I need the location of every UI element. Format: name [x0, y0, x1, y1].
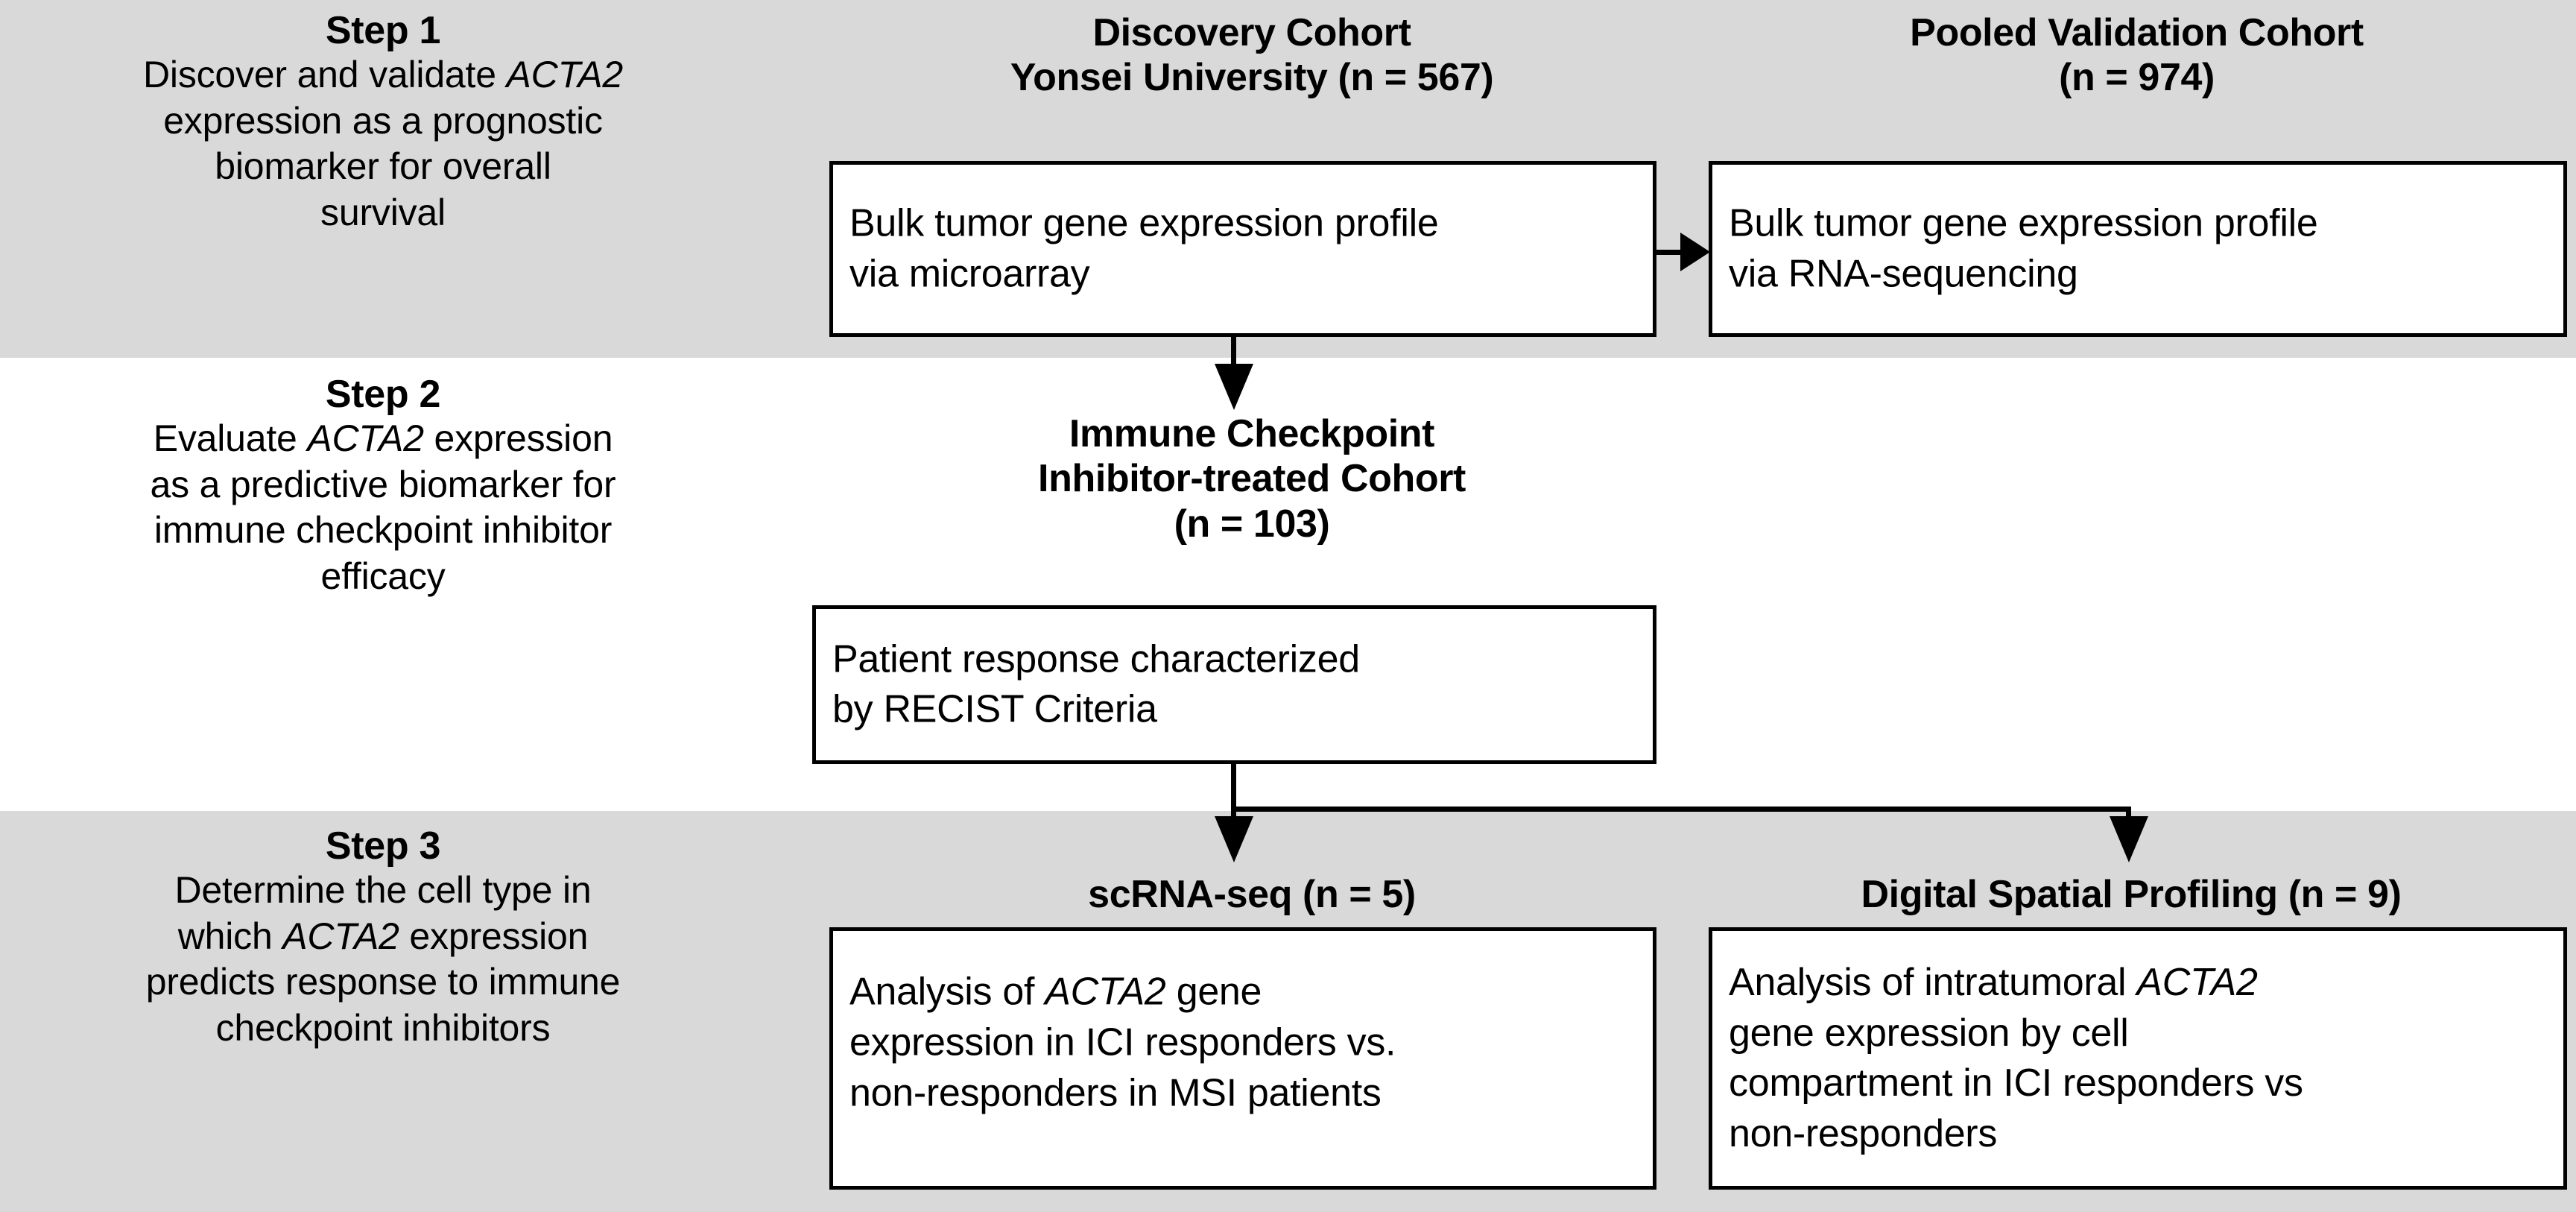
dsp-header: Digital Spatial Profiling (n = 9) — [1692, 872, 2571, 917]
step2-description-line-4: efficacy — [320, 555, 446, 597]
step1-description-column: Step 1 Discover and validate ACTA2 expre… — [10, 9, 756, 236]
dsp-box-line-1: Analysis of intratumoral ACTA2 — [1729, 960, 2258, 1004]
step3-description-line-4: checkpoint inhibitors — [215, 1006, 551, 1049]
ici-cohort-box-line-1: Patient response characterized — [832, 637, 1360, 681]
ici-cohort-header-line-2: Inhibitor-treated Cohort — [1038, 457, 1466, 501]
validation-cohort-header: Pooled Validation Cohort (n = 974) — [1706, 10, 2567, 101]
step1-title: Step 1 — [325, 9, 441, 52]
dsp-box: Analysis of intratumoral ACTA2 gene expr… — [1709, 927, 2567, 1190]
step3-description-column: Step 3 Determine the cell type in which … — [10, 824, 756, 1051]
scrnaseq-box-text: Analysis of ACTA2 gene expression in ICI… — [849, 968, 1642, 1119]
discovery-to-validation-arrowhead-icon — [1680, 233, 1710, 271]
discovery-to-validation-connector-line — [1656, 250, 1683, 255]
dsp-box-line-3: compartment in ICI responders vs — [1729, 1061, 2303, 1105]
scrnaseq-header: scRNA-seq (n = 5) — [812, 872, 1692, 917]
step2-description-line-3: immune checkpoint inhibitor — [154, 509, 613, 552]
discovery-cohort-box-line-1: Bulk tumor gene expression profile — [849, 201, 1439, 245]
scrnaseq-header-text: scRNA-seq (n = 5) — [1088, 873, 1416, 916]
scrnaseq-box-line-3: non-responders in MSI patients — [849, 1071, 1382, 1115]
step1-description-line-1: Discover and validate ACTA2 — [143, 54, 623, 96]
step2-description: Evaluate ACTA2 expression as a predictiv… — [10, 416, 756, 599]
ici-to-scrnaseq-arrowhead-icon — [1215, 816, 1253, 862]
discovery-to-ici-arrowhead-icon — [1215, 364, 1253, 410]
step2-title: Step 2 — [325, 373, 441, 416]
discovery-cohort-header-line-1: Discovery Cohort — [1092, 11, 1411, 54]
discovery-cohort-header-line-2: Yonsei University (n = 567) — [1010, 56, 1494, 100]
ici-cohort-box-line-2: by RECIST Criteria — [832, 687, 1157, 731]
ici-cohort-box-text: Patient response characterized by RECIST… — [832, 634, 1642, 735]
discovery-to-ici-connector-line — [1231, 337, 1236, 368]
step3-description-line-3: predicts response to immune — [145, 961, 621, 1003]
step1-description-line-2: expression as a prognostic — [163, 99, 603, 142]
discovery-cohort-box-line-2: via microarray — [849, 252, 1090, 295]
step1-description: Discover and validate ACTA2 expression a… — [10, 52, 756, 236]
step2-description-line-2: as a predictive biomarker for — [150, 463, 616, 505]
validation-cohort-header-line-1: Pooled Validation Cohort — [1910, 11, 2364, 54]
dsp-box-line-4: non-responders — [1729, 1111, 1998, 1155]
validation-cohort-box-line-1: Bulk tumor gene expression profile — [1729, 201, 2318, 245]
ici-cohort-box: Patient response characterized by RECIST… — [812, 605, 1656, 764]
discovery-cohort-header: Discovery Cohort Yonsei University (n = … — [812, 10, 1692, 101]
validation-cohort-box-line-2: via RNA-sequencing — [1729, 252, 2078, 295]
validation-cohort-box-text: Bulk tumor gene expression profile via R… — [1729, 198, 2553, 299]
step3-title: Step 3 — [325, 824, 441, 868]
ici-cohort-header-line-3: (n = 103) — [1174, 502, 1330, 546]
discovery-cohort-box: Bulk tumor gene expression profile via m… — [829, 161, 1656, 337]
step3-description-line-2: which ACTA2 expression — [177, 915, 589, 957]
scrnaseq-box-line-1: Analysis of ACTA2 gene — [849, 970, 1262, 1014]
ici-split-horizontal-line — [1231, 807, 2131, 812]
step1-description-line-4: survival — [320, 191, 446, 233]
ici-split-stem-line — [1231, 764, 1236, 824]
dsp-header-text: Digital Spatial Profiling (n = 9) — [1861, 873, 2402, 916]
scrnaseq-box-line-2: expression in ICI responders vs. — [849, 1020, 1396, 1064]
dsp-box-line-2: gene expression by cell — [1729, 1011, 2129, 1055]
ici-cohort-header: Immune Checkpoint Inhibitor-treated Coho… — [812, 411, 1692, 546]
validation-cohort-header-line-2: (n = 974) — [2059, 56, 2215, 100]
ici-to-dsp-arrowhead-icon — [2110, 816, 2148, 862]
discovery-cohort-box-text: Bulk tumor gene expression profile via m… — [849, 198, 1642, 299]
step2-description-column: Step 2 Evaluate ACTA2 expression as a pr… — [10, 373, 756, 599]
validation-cohort-box: Bulk tumor gene expression profile via R… — [1709, 161, 2567, 337]
step3-description: Determine the cell type in which ACTA2 e… — [10, 868, 756, 1051]
step3-description-line-1: Determine the cell type in — [174, 869, 592, 912]
step2-description-line-1: Evaluate ACTA2 expression — [153, 417, 613, 460]
scrnaseq-box: Analysis of ACTA2 gene expression in ICI… — [829, 927, 1656, 1190]
step1-description-line-3: biomarker for overall — [215, 145, 551, 188]
ici-cohort-header-line-1: Immune Checkpoint — [1069, 412, 1435, 455]
dsp-box-text: Analysis of intratumoral ACTA2 gene expr… — [1729, 958, 2553, 1159]
